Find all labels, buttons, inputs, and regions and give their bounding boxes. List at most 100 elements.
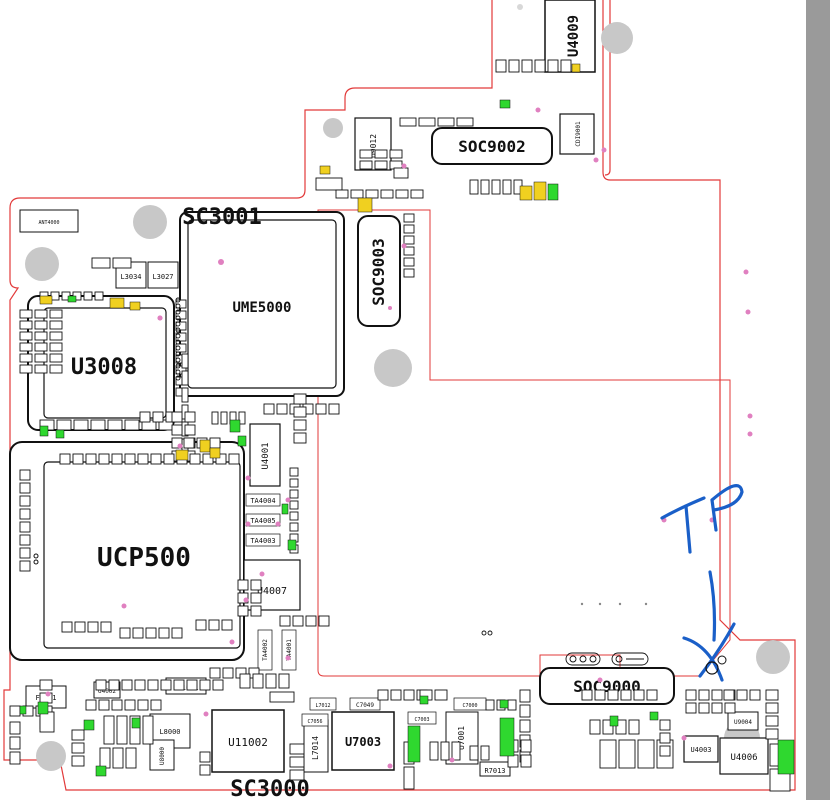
ta4005-pad: TA4005 — [245, 513, 281, 527]
smd-part — [469, 179, 479, 195]
smd-part — [403, 235, 415, 245]
smd-part — [293, 419, 307, 431]
u7003-label: U7003 — [345, 735, 381, 749]
smd-part — [618, 739, 636, 769]
smd-part — [19, 705, 27, 715]
smd-part — [19, 342, 33, 352]
smd-part — [507, 699, 517, 711]
test-point — [387, 763, 393, 769]
ant4000-label: ANT4000 — [38, 220, 59, 226]
sc3000-label: SC3000 — [230, 777, 309, 800]
soc9000-connector-marks — [481, 630, 649, 666]
smd-part — [34, 353, 48, 363]
smd-part — [212, 679, 224, 691]
l7012-inductor: L7012 — [309, 697, 337, 711]
smd-part — [315, 403, 327, 415]
smd-part — [147, 679, 159, 691]
smd-part — [594, 689, 606, 701]
smd-part — [315, 177, 343, 191]
smd-part — [765, 728, 779, 740]
test-point — [401, 163, 407, 169]
smd-part — [289, 522, 299, 532]
test-point — [745, 309, 751, 315]
smd-part — [328, 403, 340, 415]
smd-part — [589, 719, 601, 735]
smd-part — [184, 424, 196, 436]
smd-part — [150, 453, 162, 465]
cdi9001-chip: CDI9001 — [559, 113, 595, 155]
smd-part — [289, 489, 299, 499]
smd-part — [209, 447, 221, 459]
smd-part — [491, 179, 501, 195]
smd-part — [485, 699, 495, 711]
smd-part — [39, 295, 53, 305]
smd-part — [49, 364, 63, 374]
mounting-hole — [517, 4, 523, 10]
smd-part — [499, 717, 515, 757]
smd-part — [94, 291, 104, 301]
smd-part — [407, 725, 421, 763]
u11001-label: U11001 — [173, 684, 198, 692]
test-point — [449, 757, 455, 763]
test-point — [285, 655, 291, 661]
smd-part — [403, 213, 415, 223]
smd-part — [55, 429, 65, 439]
smd-part — [263, 403, 275, 415]
ta4002-pad: TA4002 — [257, 629, 273, 671]
smd-part — [659, 745, 671, 757]
smd-part — [646, 689, 658, 701]
smd-part — [132, 627, 144, 639]
smd-part — [507, 754, 519, 768]
smd-part — [289, 511, 299, 521]
smd-part — [125, 747, 137, 769]
ume5000-label: UME5000 — [232, 300, 291, 316]
smd-part — [34, 342, 48, 352]
smd-part — [220, 411, 228, 425]
scrollbar[interactable] — [806, 0, 830, 800]
tp-annotation-text: TP — [700, 477, 702, 479]
smd-part — [723, 689, 735, 701]
test-point — [243, 597, 249, 603]
smd-part — [418, 117, 436, 127]
smd-part — [19, 534, 31, 546]
smd-part — [175, 343, 187, 353]
smd-part — [615, 719, 627, 735]
smd-part — [319, 165, 331, 175]
smd-part — [19, 521, 31, 533]
smd-part — [175, 299, 187, 309]
smd-part — [547, 183, 559, 201]
smd-part — [34, 309, 48, 319]
smd-part — [534, 59, 546, 73]
smd-part — [365, 189, 379, 199]
mounting-hole — [133, 205, 167, 239]
test-point — [245, 521, 251, 527]
smd-part — [111, 453, 123, 465]
via — [175, 345, 181, 351]
smd-part — [777, 739, 795, 775]
smd-part — [98, 699, 110, 711]
smd-part — [34, 320, 48, 330]
smd-part — [19, 364, 33, 374]
smd-part — [269, 691, 295, 703]
smd-part — [61, 621, 73, 633]
smd-part — [199, 439, 211, 453]
smd-part — [499, 699, 509, 709]
smd-part — [175, 449, 189, 461]
smd-part — [637, 739, 655, 769]
via — [175, 303, 181, 309]
smd-part — [289, 743, 305, 755]
smd-part — [171, 411, 183, 423]
smd-part — [85, 699, 97, 711]
smd-part — [209, 437, 221, 449]
smd-part — [19, 331, 33, 341]
test-point — [245, 475, 251, 481]
smd-part — [765, 715, 779, 727]
smd-part — [533, 181, 547, 201]
smd-part — [403, 268, 415, 278]
smd-part — [173, 679, 185, 691]
smd-part — [377, 689, 389, 701]
smd-part — [186, 679, 198, 691]
smd-part — [374, 149, 388, 159]
smd-part — [71, 742, 85, 754]
board-outline — [3, 0, 796, 791]
